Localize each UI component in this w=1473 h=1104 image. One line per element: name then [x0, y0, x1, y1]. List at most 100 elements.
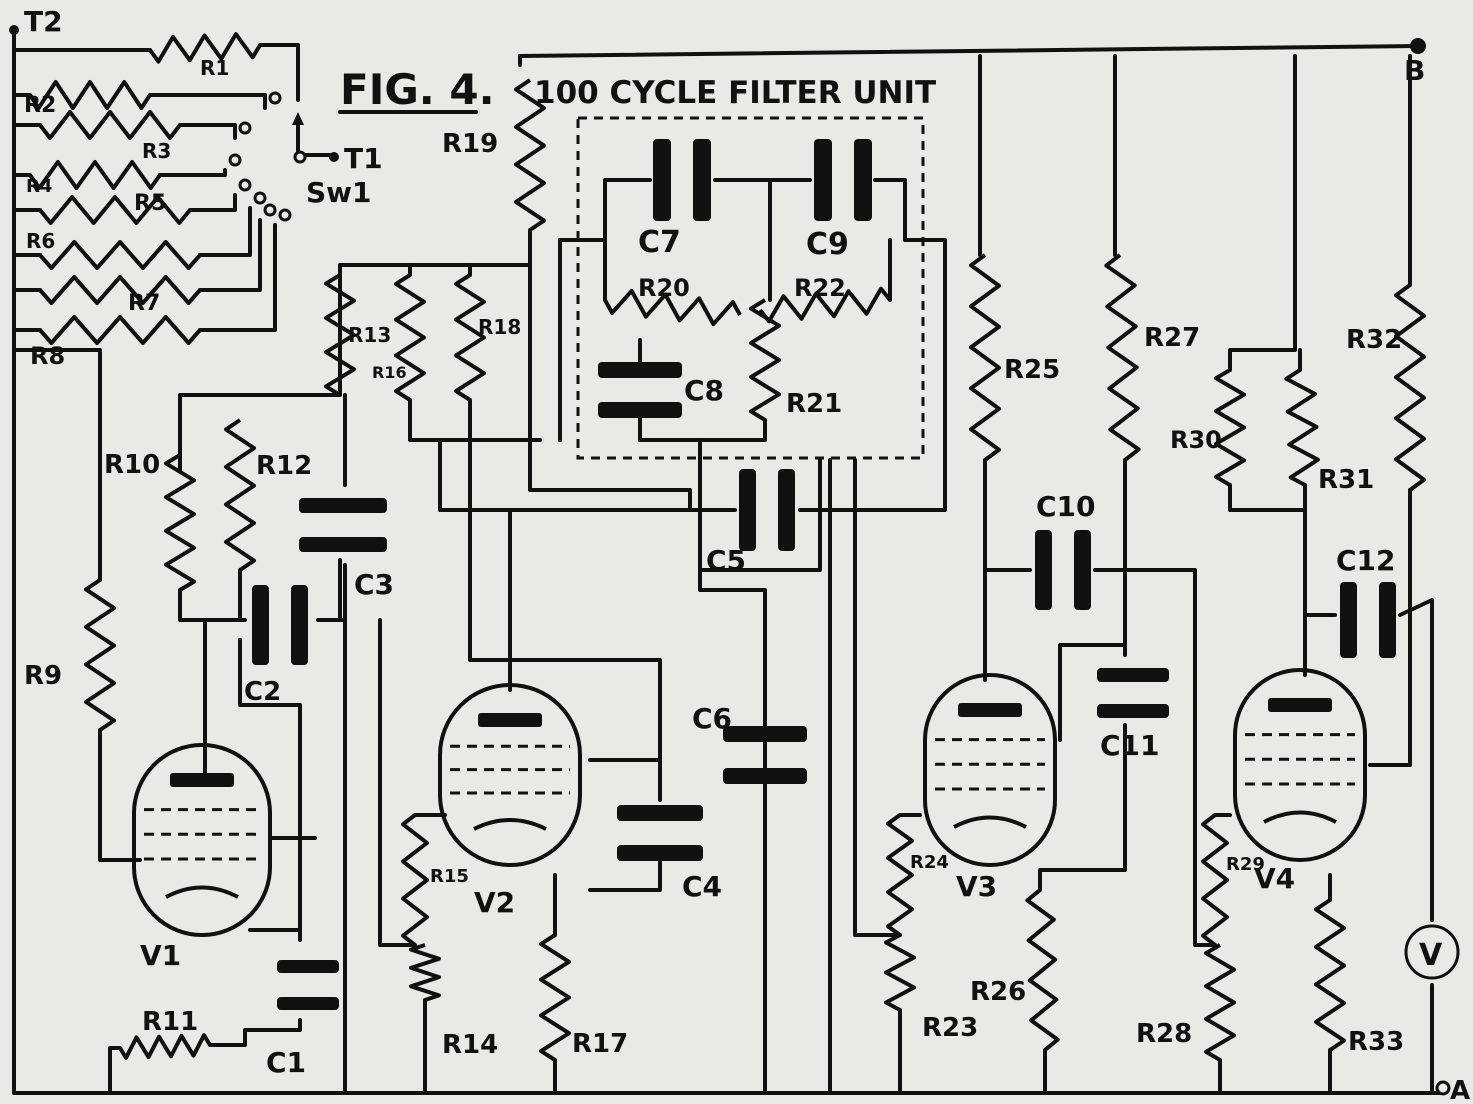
r1-resistor	[148, 32, 262, 64]
c5-label: C5	[706, 544, 746, 577]
r25-label: R25	[1004, 355, 1060, 385]
c11-capacitor	[1097, 668, 1169, 718]
v1-tube	[132, 743, 272, 937]
r32-label: R32	[1346, 325, 1402, 355]
voltmeter-label: V	[1419, 938, 1443, 973]
r25-resistor	[969, 253, 1001, 462]
switch-contact	[253, 191, 267, 205]
figure-title: FIG. 4.	[340, 65, 495, 114]
c11-label: C11	[1100, 729, 1160, 762]
r23-feed	[853, 458, 902, 937]
r24-resistor	[886, 813, 914, 937]
filter-unit-box	[576, 116, 925, 460]
switch-contact	[268, 91, 282, 105]
r16-label: R16	[372, 363, 407, 382]
r4-label: R4	[26, 176, 52, 197]
r7-resistor	[38, 275, 202, 305]
c1-bottom-lead	[208, 1018, 302, 1047]
r11-label: R11	[142, 1007, 198, 1037]
r4-resistor	[28, 160, 162, 190]
v2-tube	[438, 683, 582, 867]
r18-label: R18	[478, 315, 521, 339]
r2-label: R2	[24, 93, 56, 118]
switch-contact	[238, 121, 252, 135]
r31-label: R31	[1318, 465, 1374, 495]
switch-contact	[278, 208, 292, 222]
v3-label: V3	[956, 870, 997, 903]
c8-r21-bottom	[638, 413, 767, 442]
r22-resistor	[758, 286, 892, 324]
r23-label: R23	[922, 1013, 978, 1043]
v4-tube	[1233, 668, 1367, 862]
c3-capacitor	[299, 498, 387, 552]
v3-tube	[923, 673, 1057, 867]
c3-label: C3	[354, 568, 394, 601]
r29-resistor	[1201, 813, 1229, 947]
r14-resistor	[409, 943, 441, 1002]
c6-label: C6	[692, 702, 732, 735]
r30-r31-supply	[1228, 54, 1297, 372]
r31-resistor	[1284, 368, 1320, 487]
r21-resistor	[749, 298, 781, 422]
terminal-b-node	[1410, 38, 1426, 54]
r15-label: R15	[430, 866, 469, 887]
c11-bottom-lead	[1038, 723, 1127, 872]
r17-resistor	[539, 933, 571, 1062]
r11-resistor	[118, 1033, 212, 1060]
r17-label: R17	[572, 1029, 628, 1059]
filter-unit-label: 100 CYCLE FILTER UNIT	[534, 75, 936, 111]
r5-resistor	[38, 195, 192, 225]
r13-label: R13	[348, 323, 391, 347]
r9-to-v1-cathode	[98, 728, 142, 862]
filter-in-left	[558, 238, 607, 442]
c4-label: C4	[682, 870, 722, 903]
v1-anode	[170, 773, 234, 787]
v2-label: V2	[474, 886, 515, 919]
c7-left-lead	[603, 178, 652, 242]
r8-label: R8	[30, 342, 65, 370]
v2-anode	[478, 713, 542, 727]
c2-capacitor	[252, 585, 308, 665]
v3-screen-lead	[1058, 643, 1127, 742]
voltmeter-icon	[1404, 924, 1460, 980]
r30-label: R30	[1170, 426, 1222, 454]
r18-resistor	[454, 273, 486, 402]
r19-label: R19	[442, 129, 498, 159]
r30-resistor	[1214, 368, 1246, 487]
c9-right-lead	[873, 178, 907, 242]
r8-resistor	[38, 315, 202, 345]
filter-out-right	[828, 238, 947, 512]
r19-resistor	[514, 78, 546, 232]
r20-resistor	[603, 288, 742, 327]
r5-label: R5	[134, 191, 166, 216]
r11-ground-lead	[108, 1046, 122, 1095]
v4-anode	[1268, 698, 1332, 712]
r20-label: R20	[638, 274, 690, 302]
r18-to-v2-screen	[468, 398, 662, 762]
c6-capacitor	[723, 726, 807, 784]
terminal-t1-label: T1	[344, 142, 383, 175]
c7-capacitor	[653, 139, 711, 221]
r12-resistor	[224, 418, 256, 572]
c12-capacitor	[1340, 582, 1396, 658]
switch-contact	[238, 178, 252, 192]
r15-resistor	[401, 813, 429, 947]
r24-label: R24	[910, 852, 949, 873]
c8-label: C8	[684, 374, 724, 407]
v1-label: V1	[140, 939, 181, 972]
switch-arrow-icon	[292, 112, 304, 125]
v3-anode	[958, 703, 1022, 717]
r9-top-lead	[12, 348, 102, 582]
r10-resistor	[164, 453, 196, 592]
r26-resistor	[1025, 888, 1060, 1052]
terminal-t2-label: T2	[24, 5, 63, 38]
r22-label: R22	[794, 274, 846, 302]
r19-down-lead	[528, 228, 692, 512]
r10-r12-join	[178, 568, 242, 622]
r23-resistor	[884, 933, 916, 1012]
r3-resistor	[38, 110, 182, 140]
terminal-a-node	[1435, 1080, 1451, 1096]
c9-label: C9	[806, 227, 849, 262]
r14-label: R14	[442, 1030, 498, 1060]
r28-label: R28	[1136, 1019, 1192, 1049]
